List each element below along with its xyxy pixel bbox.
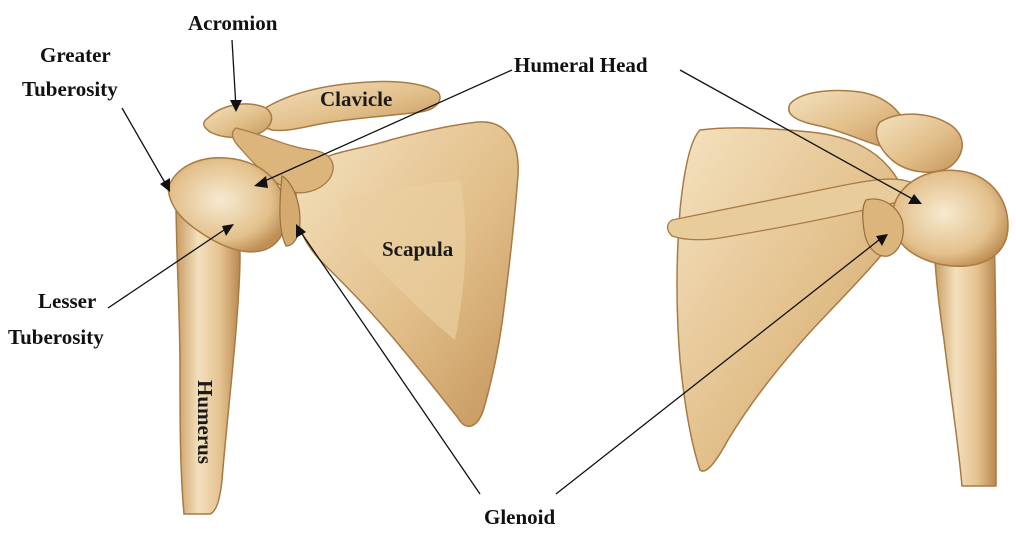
label-greater-tuberosity-line1: Greater (40, 43, 111, 67)
leader-greater-tuberosity (122, 108, 168, 188)
label-acromion: Acromion (188, 11, 278, 35)
scapula-posterior (677, 128, 904, 471)
leader-acromion (232, 40, 236, 108)
label-lesser-tuberosity-line1: Lesser (38, 289, 96, 313)
label-humeral-head: Humeral Head (514, 53, 648, 77)
humeral-head-posterior (893, 170, 1008, 266)
label-lesser-tuberosity-line2: Tuberosity (8, 325, 104, 349)
label-humerus: Humerus (193, 380, 217, 464)
label-greater-tuberosity-line2: Tuberosity (22, 77, 118, 101)
label-scapula: Scapula (382, 237, 454, 261)
acromion-posterior (876, 114, 962, 172)
arrowhead-greater-tuberosity (160, 178, 170, 192)
label-glenoid: Glenoid (484, 505, 556, 529)
label-clavicle: Clavicle (320, 87, 392, 111)
